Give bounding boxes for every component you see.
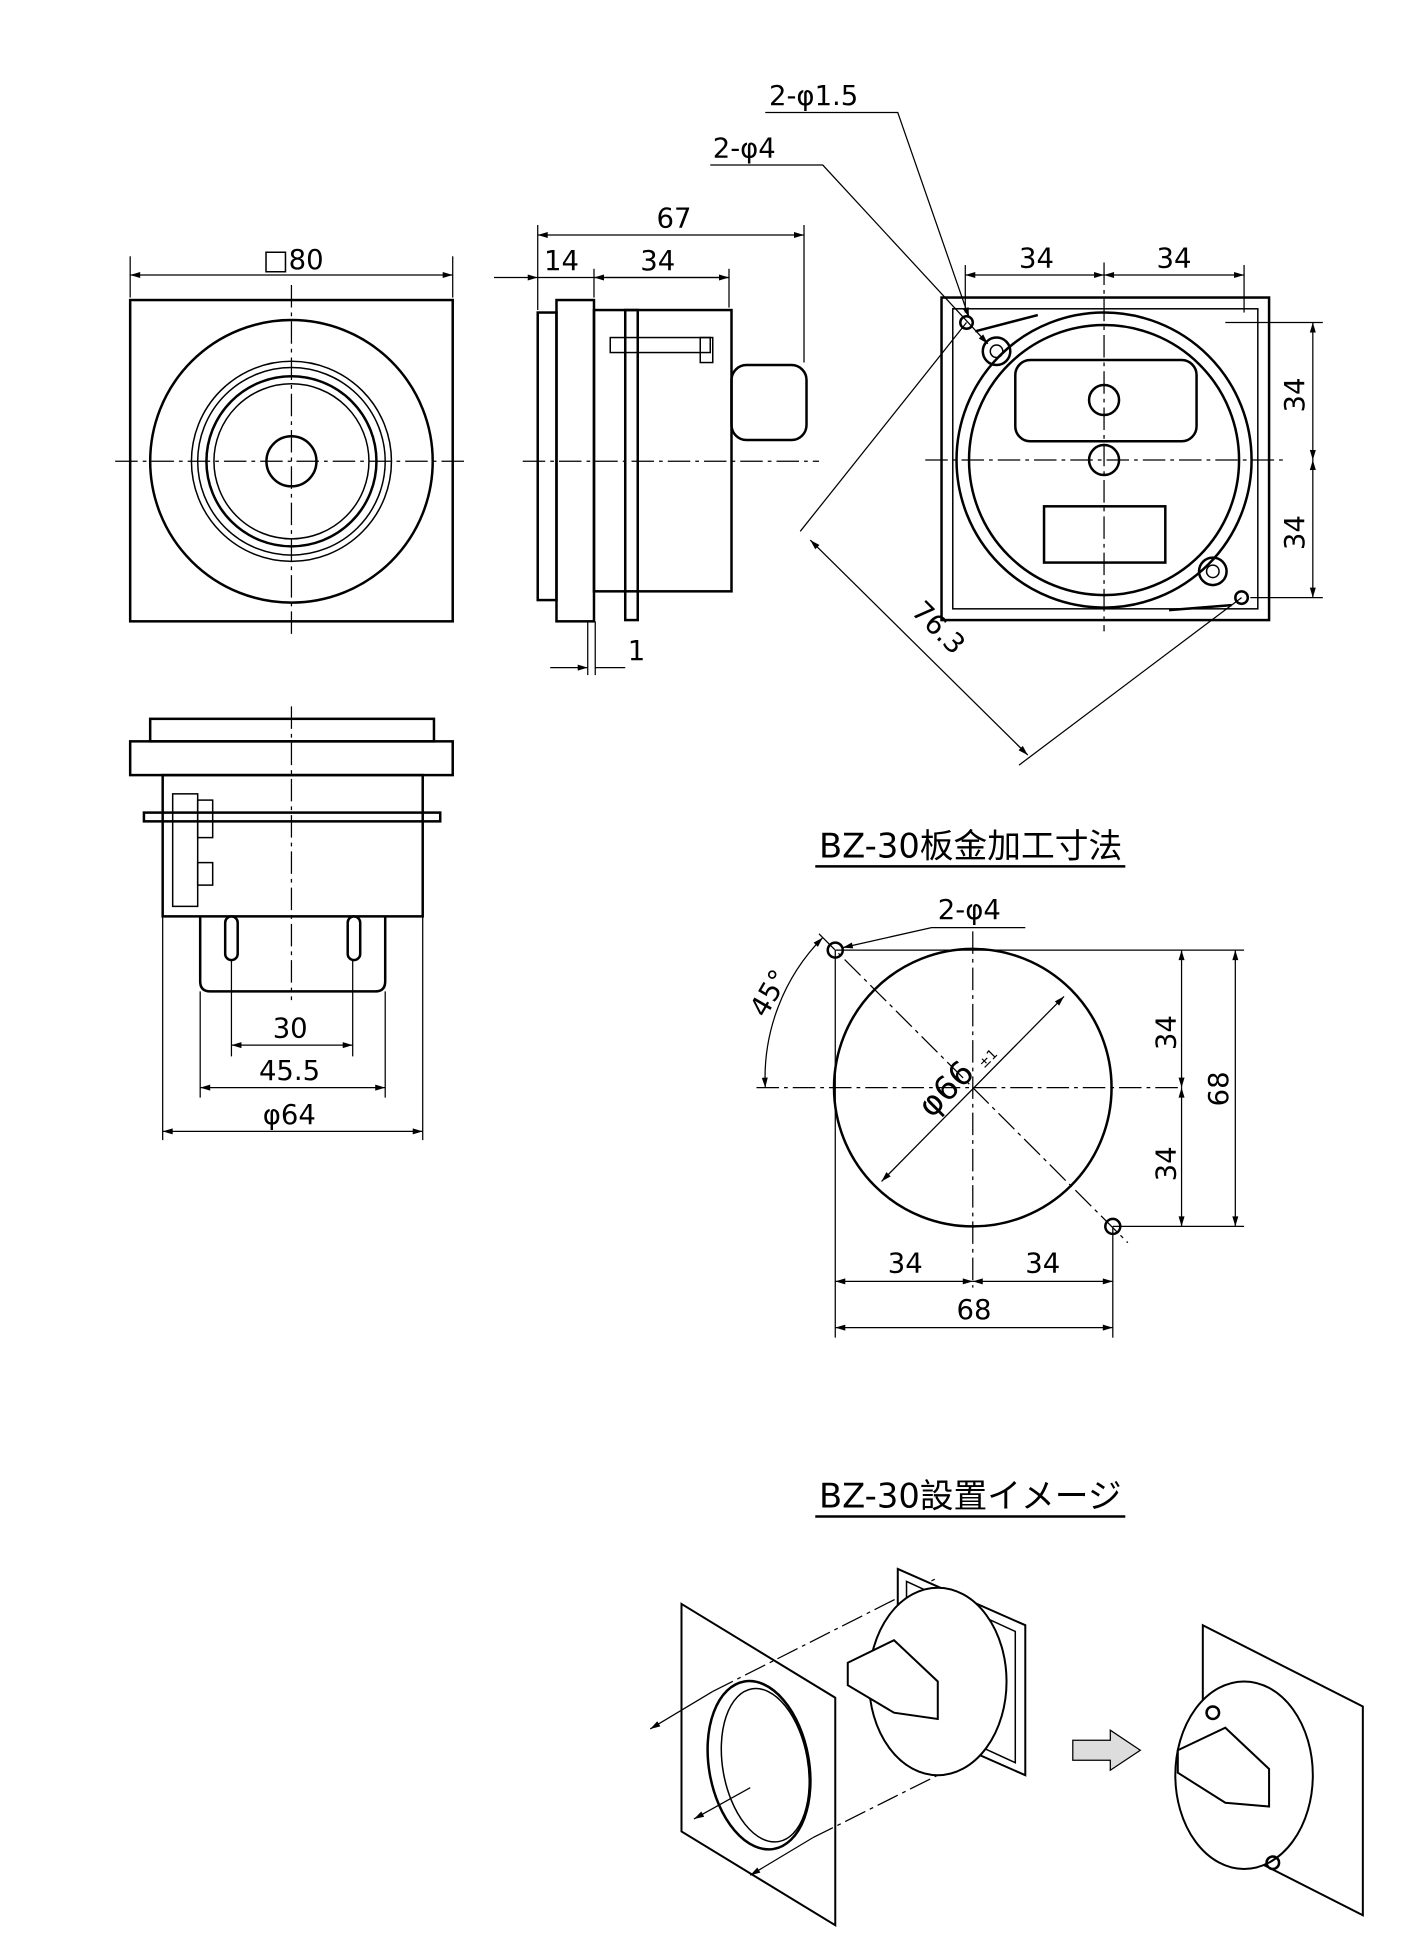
horizontal-total-dimension: 68 [957,1294,992,1326]
right-lower-dimension: 34 [1279,515,1311,550]
vertical-lower-dimension: 34 [1150,1146,1182,1181]
width-dimension: □80 [263,244,324,276]
tolerance-label: ±1 [976,1046,1002,1072]
body-dimension: 34 [640,245,675,277]
panel-cutout: BZ-30板金加工寸法 φ66 ±1 34 34 68 34 34 68 45°… [744,827,1245,1338]
front-view: □80 [115,244,469,638]
diameter-dimension: φ66 [910,1053,981,1124]
cutout-title: BZ-30板金加工寸法 [819,827,1122,866]
pin-pitch-dimension: 30 [273,1013,308,1045]
install-title: BZ-30設置イメージ [819,1477,1122,1516]
plate-thickness-dimension: 1 [628,635,646,667]
horizontal-left-dimension: 34 [888,1248,923,1280]
small-hole-callout: 2-φ1.5 [769,80,858,112]
top-left-dimension: 34 [1019,243,1054,275]
diagonal-dimension: 76.3 [905,595,971,661]
flange-dimension: 14 [544,245,579,277]
overall-length-dimension: 67 [656,203,691,235]
vertical-upper-dimension: 34 [1150,1015,1182,1050]
cutout-hole-callout: 2-φ4 [938,894,1001,926]
side-view: 67 14 34 1 [493,203,820,676]
vertical-total-dimension: 68 [1203,1071,1235,1106]
right-upper-dimension: 34 [1279,378,1311,413]
install-illustration: BZ-30設置イメージ [649,1477,1364,1928]
top-right-dimension: 34 [1157,243,1192,275]
rear-view: 34 34 34 34 76.3 2-φ1.5 2-φ4 [710,80,1323,766]
box-width-dimension: 45.5 [259,1055,320,1087]
large-hole-callout: 2-φ4 [713,133,776,165]
bottom-view: 30 45.5 φ64 [128,706,454,1141]
angle-dimension: 45° [744,964,796,1022]
body-diameter-dimension: φ64 [263,1099,316,1131]
horizontal-right-dimension: 34 [1025,1248,1060,1280]
